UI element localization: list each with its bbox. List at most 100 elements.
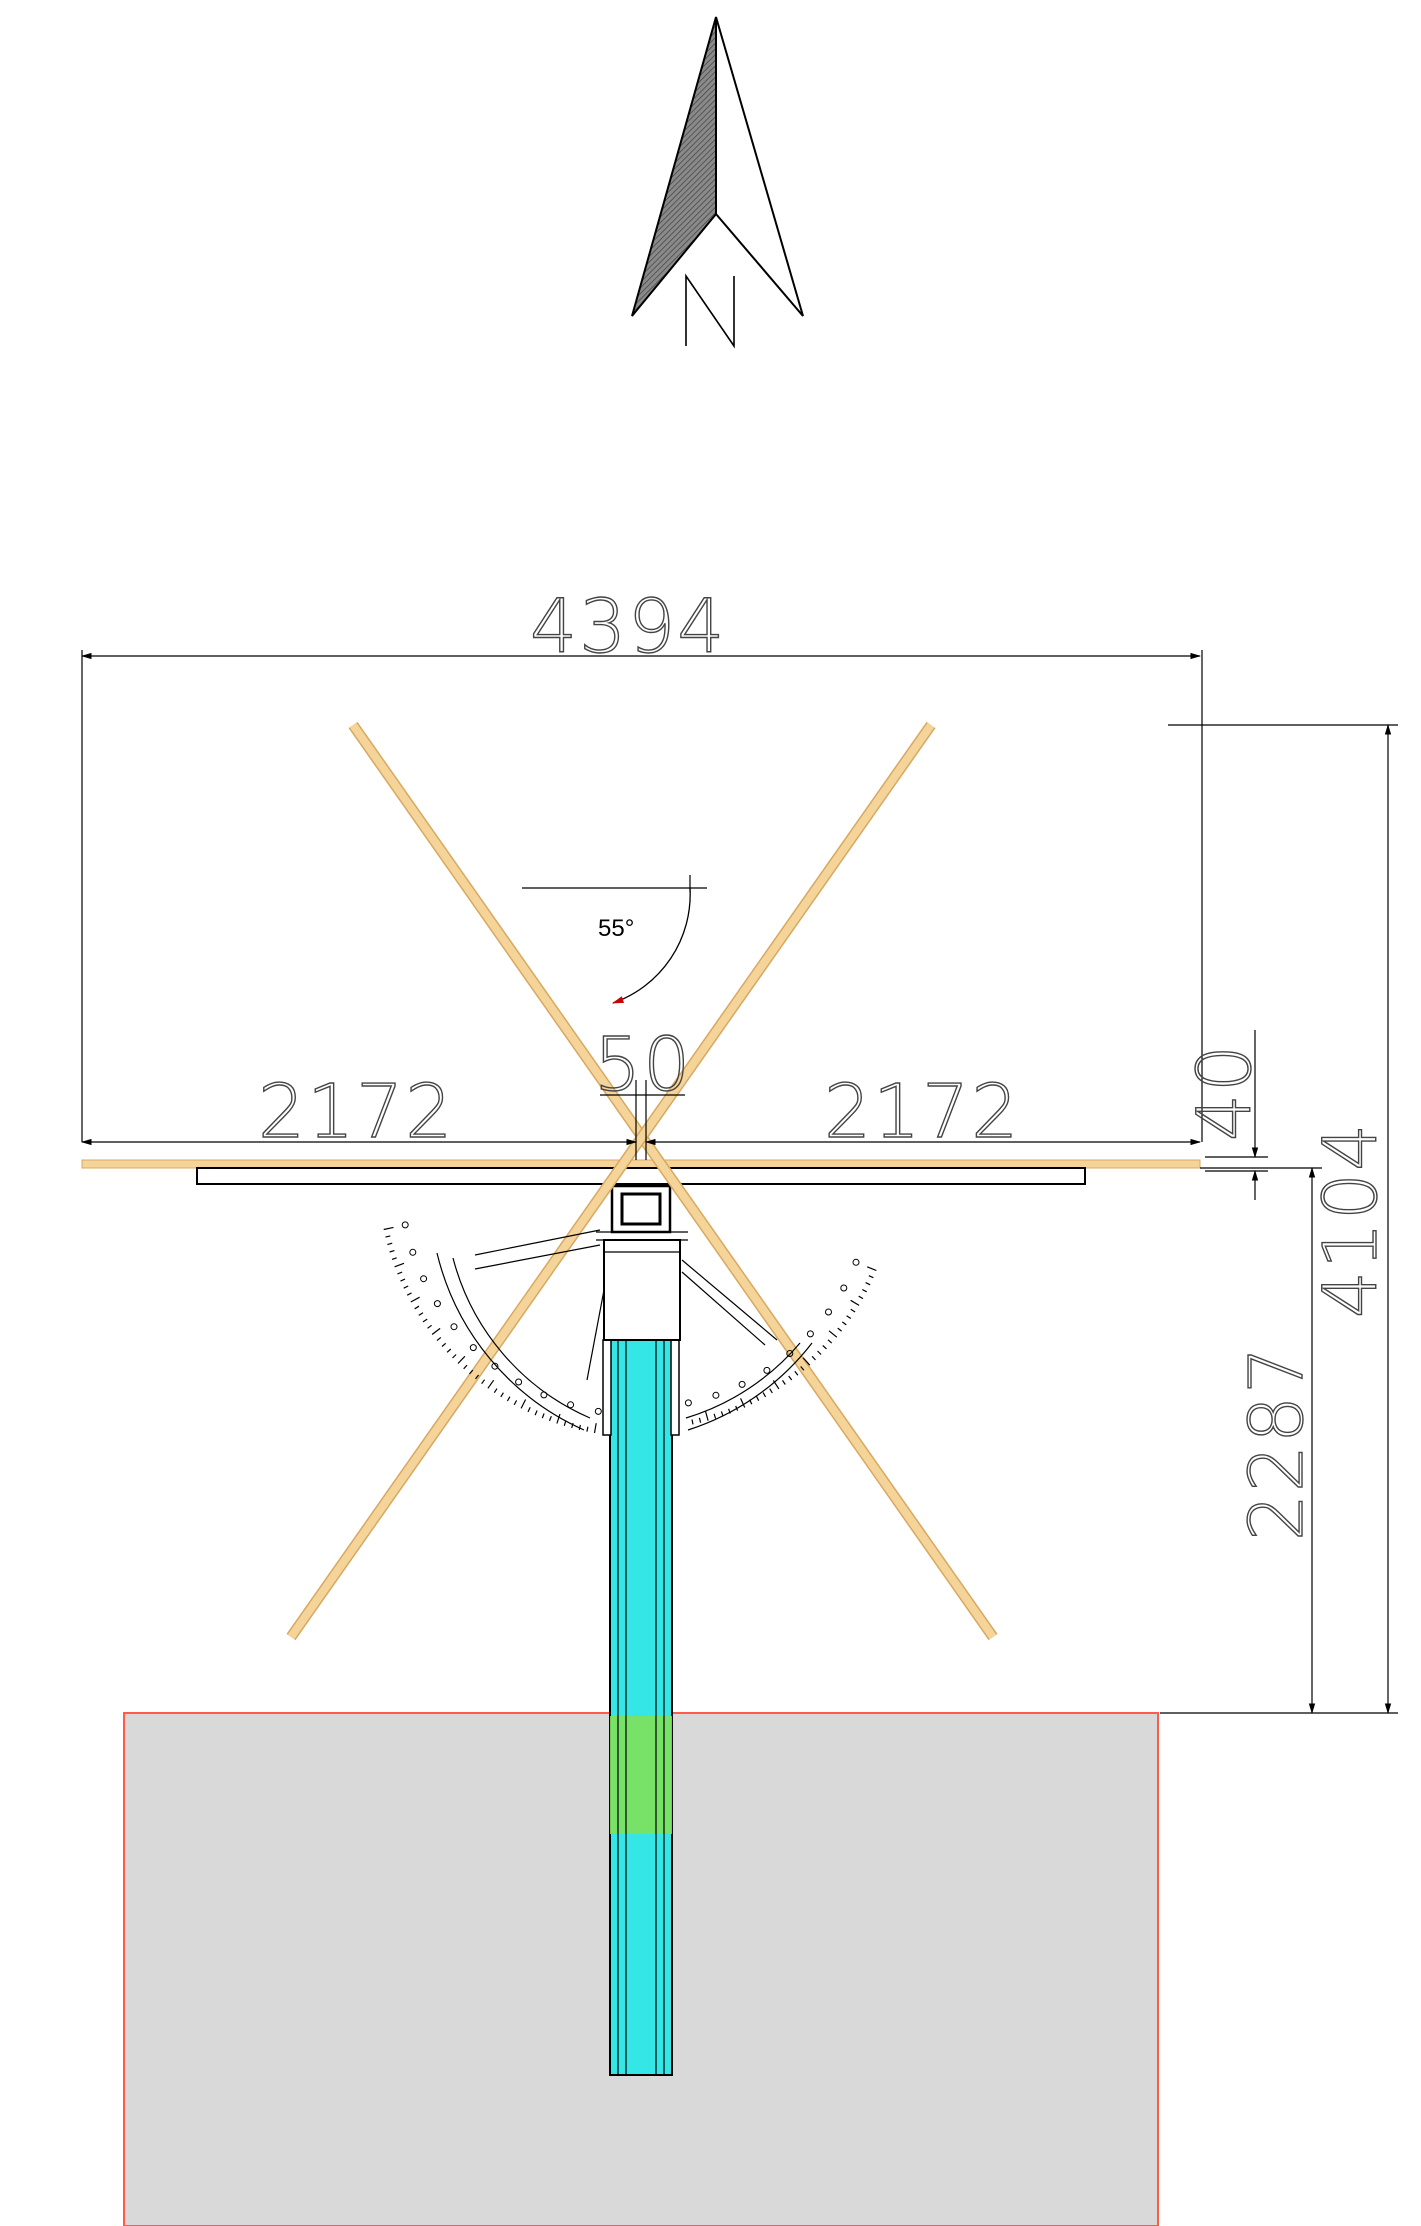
protractor-tick (431, 1327, 441, 1335)
protractor-tick (563, 1420, 567, 1426)
protractor-tick (383, 1226, 394, 1231)
protractor-tick (593, 1423, 597, 1434)
protractor-hole (712, 1391, 720, 1399)
north-arrow-icon (631, 16, 804, 349)
protractor-tick (410, 1296, 420, 1303)
protractor-tick (800, 1366, 805, 1371)
protractor-tick (418, 1312, 424, 1316)
dim-total-height-lines (1160, 723, 1398, 1715)
dim-left-span: 2172 (258, 1069, 454, 1155)
protractor-hole (786, 1350, 794, 1357)
protractor-tick (720, 1411, 724, 1417)
protractor-tick (865, 1282, 871, 1286)
protractor-tick (387, 1242, 393, 1246)
protractor-tick (755, 1395, 760, 1401)
protractor-tick (822, 1345, 827, 1350)
protractor-hole (491, 1362, 499, 1370)
antenna-elements (286, 721, 998, 1641)
protractor-tick (769, 1388, 773, 1394)
dim-spans-lines (80, 1080, 1202, 1160)
protractor-hole (806, 1330, 814, 1338)
protractor-tick (691, 1419, 694, 1425)
protractor-right (681, 1258, 877, 1431)
protractor-tick (811, 1355, 816, 1361)
protractor-tick (735, 1405, 739, 1411)
dim-total-height: 4104 (1308, 1122, 1394, 1318)
protractor-tick (817, 1350, 822, 1355)
protractor-tick (520, 1399, 527, 1409)
dim-offset: 40 (1182, 1043, 1268, 1141)
angle-label: 55° (598, 915, 634, 942)
dim-offset-lines (1205, 1030, 1268, 1200)
protractor-tick (436, 1336, 442, 1342)
protractor-tick (541, 1413, 545, 1419)
dim-overall-width-lines (80, 650, 1203, 1142)
dim-overall-width: 4394 (530, 584, 726, 670)
dim-right-span: 2172 (824, 1069, 1020, 1155)
protractor-hole (840, 1284, 848, 1292)
protractor-tick (772, 1380, 780, 1390)
protractor-tick (866, 1266, 877, 1272)
protractor-hole (738, 1380, 746, 1388)
protractor-tick (475, 1374, 480, 1380)
protractor-tick (463, 1364, 468, 1370)
boom (81, 1159, 1201, 1185)
protractor-left (383, 1221, 605, 1434)
protractor-tick (394, 1262, 405, 1268)
protractor-tick (441, 1342, 447, 1347)
protractor-hole (684, 1399, 692, 1407)
protractor-hole (433, 1300, 441, 1308)
protractor-tick (827, 1339, 833, 1344)
protractor-tick (571, 1422, 574, 1429)
protractor-tick (427, 1324, 432, 1329)
protractor-tick (841, 1321, 847, 1326)
protractor-tick (728, 1408, 731, 1414)
protractor-tick (452, 1354, 457, 1359)
protractor-tick (740, 1398, 746, 1408)
protractor-hole (763, 1366, 771, 1374)
protractor-tick (400, 1278, 406, 1282)
dim-mast-height-lines (1200, 1166, 1322, 1715)
protractor-hole (401, 1221, 409, 1229)
protractor-tick (422, 1318, 428, 1323)
dim-mast-height: 2287 (1234, 1345, 1320, 1541)
protractor-hole (825, 1308, 832, 1316)
protractor-tick (788, 1375, 793, 1381)
protractor-tick (527, 1407, 531, 1413)
protractor-tick (858, 1295, 864, 1300)
mount-bracket (596, 1184, 688, 1341)
protractor-tick (850, 1299, 860, 1306)
protractor-tick (802, 1357, 811, 1366)
protractor-tick (586, 1426, 589, 1432)
protractor-tick (403, 1285, 409, 1289)
protractor-tick (704, 1410, 709, 1421)
protractor-hole (567, 1401, 575, 1409)
protractor-tick (414, 1305, 420, 1310)
protractor-hole (594, 1407, 602, 1415)
protractor-tick (548, 1415, 552, 1422)
protractor-hole (469, 1344, 477, 1352)
protractor-tick (837, 1327, 842, 1332)
protractor-tick (389, 1250, 395, 1253)
protractor-hole (540, 1391, 548, 1399)
protractor-tick (385, 1235, 391, 1238)
protractor-hole (852, 1258, 860, 1266)
protractor-tick (846, 1315, 852, 1319)
protractor-tick (828, 1330, 838, 1338)
protractor-tick (506, 1396, 511, 1402)
protractor-tick (534, 1410, 538, 1416)
protractor-tick (391, 1257, 397, 1260)
protractor-tick (513, 1400, 518, 1406)
protractor-tick (749, 1399, 753, 1405)
protractor-tick (406, 1292, 412, 1296)
protractor-hole (420, 1275, 428, 1283)
protractor-tick (556, 1413, 561, 1424)
protractor-tick (713, 1413, 717, 1419)
protractor-tick (850, 1308, 856, 1313)
protractor-hole (515, 1378, 523, 1386)
protractor-tick (457, 1355, 466, 1364)
protractor-hole (409, 1248, 417, 1256)
protractor-tick (397, 1271, 403, 1275)
protractor-hole (450, 1323, 458, 1331)
